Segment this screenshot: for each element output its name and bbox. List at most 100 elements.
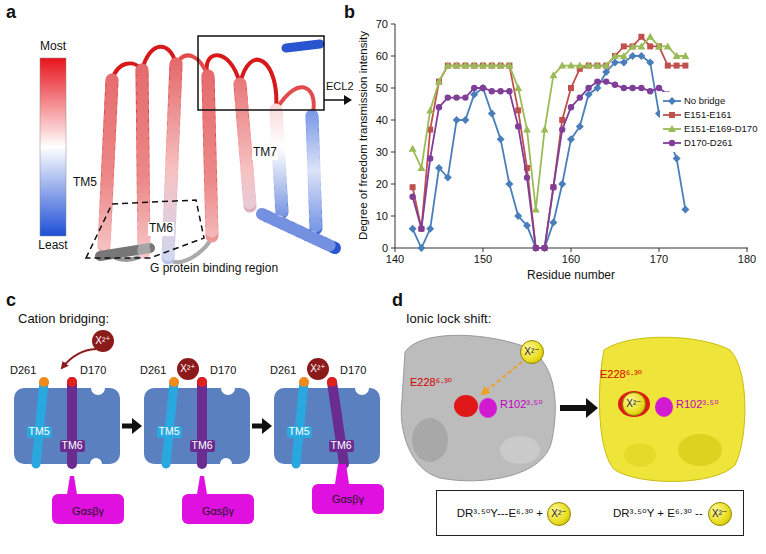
node-text: TM5	[157, 426, 182, 438]
axis-tick-label: 150	[474, 253, 492, 266]
receptor-state-part	[335, 464, 349, 484]
data-marker	[576, 62, 584, 69]
data-marker	[426, 106, 434, 113]
surface-yellow-part	[655, 397, 673, 417]
receptor-state-part	[91, 381, 105, 395]
data-marker	[488, 62, 496, 69]
state-arrow	[252, 418, 272, 434]
data-marker	[418, 226, 424, 232]
ecl2-box	[198, 36, 352, 110]
color-bar-part	[40, 58, 66, 236]
data-marker	[668, 97, 676, 105]
node-text: TM6	[329, 440, 354, 452]
axis-title: Residue number	[527, 269, 615, 283]
protein-ribbon-part	[312, 116, 316, 228]
helix-label: TM6	[148, 222, 174, 236]
protein-ribbon-part	[262, 214, 335, 248]
data-marker	[488, 110, 496, 118]
residue-label: E228⁶·³⁰	[410, 376, 452, 389]
protein-ribbon-part-part	[262, 214, 335, 248]
legend-sample	[663, 110, 681, 120]
data-marker	[410, 184, 416, 190]
data-marker	[682, 63, 688, 69]
binding-region-outline-part	[86, 200, 204, 258]
receptor-state-part	[90, 458, 102, 470]
data-marker	[664, 42, 672, 49]
node-text: TM6	[60, 440, 85, 452]
receptor-state-part	[36, 382, 44, 464]
protein-ribbon-part-part	[240, 84, 250, 206]
data-marker	[532, 206, 540, 213]
data-marker	[647, 43, 653, 49]
node-text: X²⁻	[524, 347, 539, 357]
receptor-state-part	[327, 377, 337, 387]
data-marker	[647, 88, 653, 94]
data-marker	[497, 88, 503, 94]
axis-tick	[391, 152, 395, 153]
axis-tick-label: 160	[562, 253, 580, 266]
data-marker	[506, 88, 512, 94]
legend-row: E151-E161	[663, 108, 757, 122]
node-text: X²⁺	[95, 336, 110, 346]
legend-row: No bridge	[663, 94, 757, 108]
node-text: DR³·⁵⁰Y---E⁶·³⁰ +	[457, 507, 543, 520]
data-marker	[436, 104, 442, 110]
scale-label: Least	[38, 239, 67, 253]
protein-ribbon-part-part	[208, 76, 212, 236]
data-marker	[480, 63, 486, 69]
data-line	[413, 37, 686, 210]
data-marker	[621, 43, 627, 49]
receptor-box: TM5TM6	[274, 388, 380, 464]
receptor-state-part	[67, 377, 77, 387]
data-marker	[673, 52, 681, 59]
receptor-state-part	[220, 458, 232, 470]
data-marker	[593, 62, 601, 69]
receptor-box: TM5TM6	[14, 388, 120, 464]
data-marker	[505, 62, 513, 69]
data-marker	[586, 63, 592, 69]
axis-tick-label: 50	[376, 82, 388, 95]
data-marker	[594, 63, 600, 69]
data-marker	[549, 218, 557, 226]
data-marker	[638, 85, 644, 91]
data-marker	[426, 225, 434, 233]
node-text: X²⁺	[180, 364, 195, 374]
data-marker	[620, 52, 628, 59]
data-marker	[629, 85, 635, 91]
data-marker	[489, 88, 495, 94]
axis-tick	[391, 88, 395, 89]
data-marker	[637, 42, 645, 49]
axis-tick-label: 20	[376, 178, 388, 191]
data-marker	[558, 180, 566, 188]
arrow-head	[132, 418, 142, 434]
legend-text: E151-E169-D170	[684, 124, 757, 134]
data-marker	[435, 78, 443, 85]
data-marker	[673, 154, 681, 162]
node-text: X²⁻	[712, 509, 727, 519]
data-marker	[418, 226, 424, 232]
legend-row: D170-D261	[663, 136, 757, 150]
residue-label: D261	[10, 364, 36, 377]
axis-tick	[391, 24, 395, 25]
data-marker	[409, 145, 417, 152]
data-marker	[462, 94, 468, 100]
data-marker	[629, 52, 637, 60]
axis-tick-label: 180	[738, 253, 756, 266]
node-text: TM6	[190, 440, 215, 452]
data-marker	[515, 123, 521, 129]
data-marker	[567, 62, 575, 69]
cation-circle: X²⁺	[177, 358, 199, 380]
panel-heading: Cation bridging:	[18, 312, 109, 327]
data-marker	[681, 52, 689, 59]
state-arrow	[122, 418, 142, 434]
receptor-state-part	[39, 377, 49, 387]
data-marker	[638, 34, 644, 40]
data-marker	[461, 62, 469, 69]
data-marker	[532, 244, 540, 252]
axis-title: Degree of freedom transmission intensity	[357, 31, 370, 240]
data-marker	[681, 206, 689, 214]
receptor-state-part	[299, 377, 309, 387]
data-marker	[559, 126, 565, 132]
protein-ribbon-part-part	[104, 80, 112, 246]
